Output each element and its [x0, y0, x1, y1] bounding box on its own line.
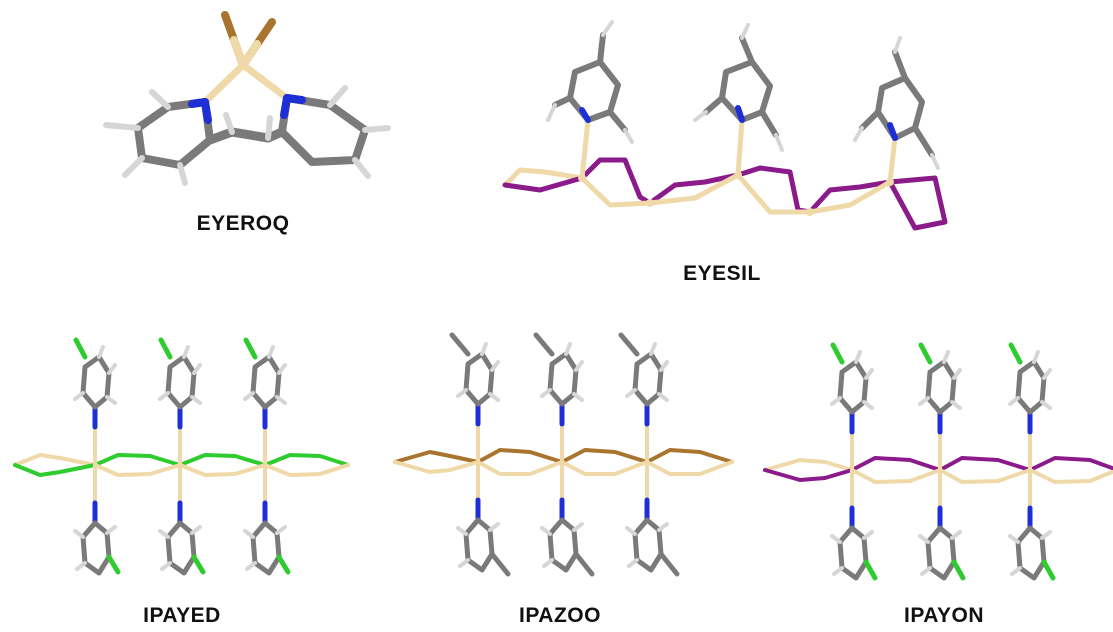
eyesil-ligand-3: [853, 36, 940, 185]
label-ipayon: IPAYON: [903, 604, 985, 627]
eyesil-ligand-1: [546, 20, 634, 181]
structure-eyeroq: [103, 11, 391, 186]
structure-eyesil: [502, 20, 948, 231]
structure-ipayon: [763, 342, 1113, 581]
label-ipayed: IPAYED: [143, 604, 221, 627]
eyesil-ligand-2: [693, 23, 784, 178]
label-eyesil: EYESIL: [683, 262, 761, 285]
structure-ipayed: [13, 337, 350, 573]
label-ipazoo: IPAZOO: [519, 604, 601, 627]
label-eyeroq: EYEROQ: [196, 212, 290, 235]
structure-ipazoo: [393, 332, 734, 577]
metal-centers: [238, 60, 894, 216]
